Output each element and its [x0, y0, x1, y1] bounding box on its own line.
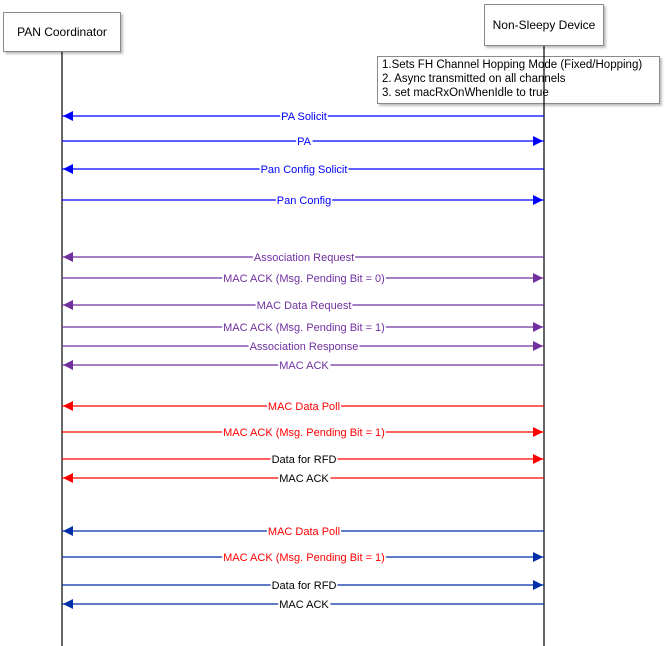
- message-label-background: [259, 164, 349, 176]
- message-13: Data for RFD: [62, 454, 544, 466]
- message-7: MAC Data Request: [62, 300, 544, 312]
- message-label: PA: [297, 136, 312, 148]
- message-label-background: [270, 580, 338, 592]
- arrowhead-icon: [533, 195, 543, 205]
- message-label: MAC ACK (Msg. Pending Bit = 0): [223, 273, 385, 285]
- message-label: Pan Config Solicit: [261, 164, 348, 176]
- message-label-background: [278, 473, 331, 485]
- note-line-3: 3. set macRxOnWhenIdle to true: [382, 87, 549, 99]
- note-line-2: 2. Async transmitted on all channels: [382, 73, 566, 85]
- message-label: MAC ACK (Msg. Pending Bit = 1): [223, 552, 385, 564]
- message-9: Association Response: [62, 341, 544, 353]
- arrowhead-icon: [533, 273, 543, 283]
- message-label-background: [248, 341, 360, 353]
- message-label-background: [255, 300, 353, 312]
- message-label: Pan Config: [277, 195, 331, 207]
- arrowhead-icon: [63, 473, 73, 483]
- message-label-background: [270, 454, 338, 466]
- arrowhead-icon: [63, 111, 73, 121]
- message-1: PA Solicit: [62, 111, 544, 123]
- message-label: MAC ACK (Msg. Pending Bit = 1): [223, 322, 385, 334]
- note-line-1: 1.Sets FH Channel Hopping Mode (Fixed/Ho…: [382, 59, 643, 71]
- arrowhead-icon: [533, 580, 543, 590]
- message-label-background: [266, 401, 342, 413]
- message-label: MAC ACK: [279, 360, 329, 372]
- message-4: Pan Config: [62, 195, 544, 207]
- actor-pan-coordinator-label: PAN Coordinator: [17, 25, 107, 39]
- message-label: MAC ACK (Msg. Pending Bit = 1): [223, 427, 385, 439]
- message-label-background: [252, 252, 356, 264]
- message-3: Pan Config Solicit: [62, 164, 544, 176]
- message-11: MAC Data Poll: [62, 401, 544, 413]
- arrowhead-icon: [533, 454, 543, 464]
- arrowhead-icon: [533, 427, 543, 437]
- arrowhead-icon: [63, 300, 73, 310]
- arrowhead-icon: [533, 341, 543, 351]
- message-label-background: [266, 526, 342, 538]
- message-18: MAC ACK: [62, 599, 544, 611]
- message-label-background: [278, 599, 331, 611]
- arrowhead-icon: [63, 526, 73, 536]
- message-label: MAC Data Poll: [268, 526, 340, 538]
- message-label: Association Response: [250, 341, 359, 353]
- message-16: MAC ACK (Msg. Pending Bit = 1): [62, 552, 544, 564]
- actor-pan-coordinator: PAN Coordinator: [3, 12, 121, 52]
- arrowhead-icon: [533, 136, 543, 146]
- message-12: MAC ACK (Msg. Pending Bit = 1): [62, 427, 544, 439]
- message-label: Data for RFD: [272, 580, 337, 592]
- message-2: PA: [62, 136, 544, 148]
- message-17: Data for RFD: [62, 580, 544, 592]
- message-5: Association Request: [62, 252, 544, 264]
- arrowhead-icon: [533, 552, 543, 562]
- arrowhead-icon: [63, 599, 73, 609]
- message-15: MAC Data Poll: [62, 526, 544, 538]
- message-label-background: [222, 322, 386, 334]
- actor-non-sleepy-device: Non-Sleepy Device: [484, 4, 604, 46]
- message-label-background: [278, 360, 331, 372]
- note-box: 1.Sets FH Channel Hopping Mode (Fixed/Ho…: [377, 56, 660, 104]
- message-label-background: [280, 111, 328, 123]
- arrowhead-icon: [63, 164, 73, 174]
- arrowhead-icon: [63, 401, 73, 411]
- message-label-background: [296, 136, 313, 148]
- message-label-background: [222, 427, 386, 439]
- message-label-background: [222, 552, 386, 564]
- actor-non-sleepy-device-label: Non-Sleepy Device: [492, 18, 596, 32]
- message-label-background: [222, 273, 386, 285]
- message-label: MAC ACK: [279, 599, 329, 611]
- message-10: MAC ACK: [62, 360, 544, 372]
- message-label: Data for RFD: [272, 454, 337, 466]
- arrowhead-icon: [63, 360, 73, 370]
- message-label: PA Solicit: [281, 111, 327, 123]
- message-14: MAC ACK: [62, 473, 544, 485]
- message-label: Association Request: [254, 252, 354, 264]
- message-8: MAC ACK (Msg. Pending Bit = 1): [62, 322, 544, 334]
- message-label: MAC ACK: [279, 473, 329, 485]
- message-label-background: [275, 195, 333, 207]
- message-6: MAC ACK (Msg. Pending Bit = 0): [62, 273, 544, 285]
- arrowhead-icon: [533, 322, 543, 332]
- message-label: MAC Data Request: [257, 300, 352, 312]
- arrowhead-icon: [63, 252, 73, 262]
- message-label: MAC Data Poll: [268, 401, 340, 413]
